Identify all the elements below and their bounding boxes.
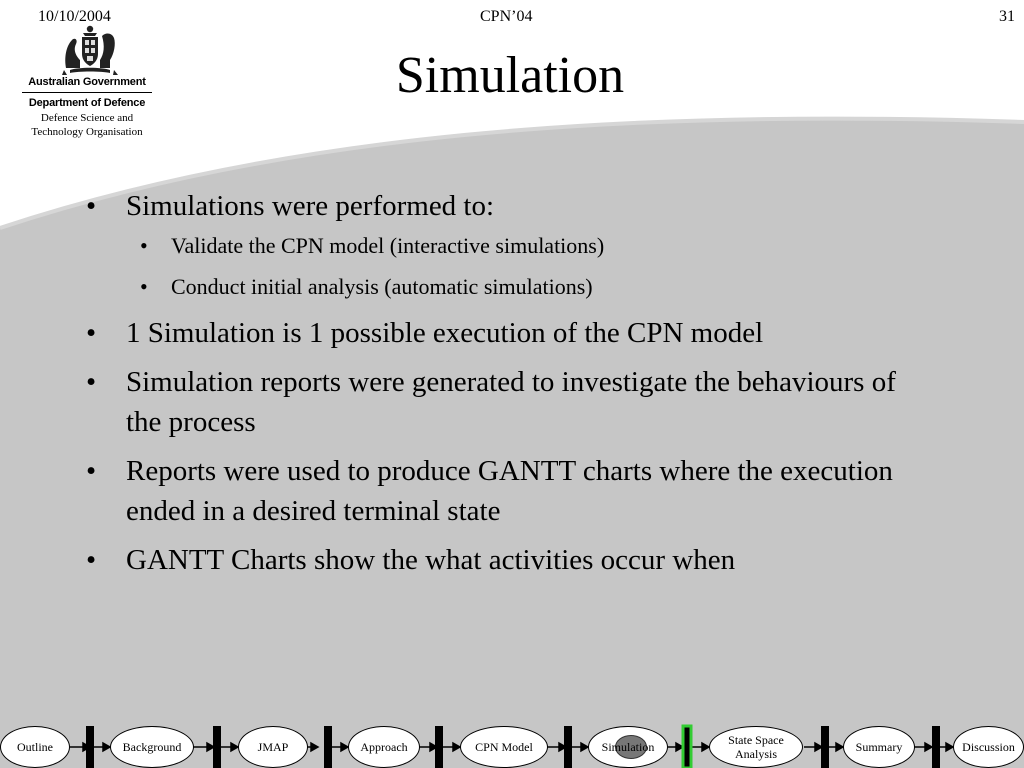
nav-background[interactable]: Background [110,726,194,768]
divider [22,92,152,93]
navigation-connectors [70,724,955,768]
header-conference: CPN’04 [480,8,533,25]
bullet-text: GANTT Charts show the what activities oc… [126,544,736,576]
current-section-marker [681,724,693,768]
nav-label: Discussion [962,740,1015,754]
sub-bullet-item: • Validate the CPN model (interactive si… [82,231,912,261]
nav-outline[interactable]: Outline [0,726,70,768]
bullet-item: • Simulations were performed to: [82,186,912,226]
bullet-item: • GANTT Charts show the what activities … [82,540,912,580]
bullet-text: Reports were used to produce GANTT chart… [126,455,893,527]
coat-of-arms-icon [62,25,118,75]
bullet-text: 1 Simulation is 1 possible execution of … [126,317,764,349]
nav-label: Simulation [601,740,655,754]
bullet-item: • Reports were used to produce GANTT cha… [82,451,912,531]
nav-label: State Space Analysis [728,733,784,761]
bullet-item: • 1 Simulation is 1 possible execution o… [82,313,912,353]
sub-bullet-text: Validate the CPN model (interactive simu… [171,233,605,258]
sub-bullet-text: Conduct initial analysis (automatic simu… [171,274,593,299]
nav-summary[interactable]: Summary [843,726,915,768]
header-date: 10/10/2004 [38,8,111,25]
bullet-list: • Simulations were performed to: • Valid… [82,186,912,589]
organisation-name-line1: Defence Science and [40,112,134,124]
nav-approach[interactable]: Approach [348,726,420,768]
nav-label: Outline [17,740,53,754]
bullet-icon: • [86,366,97,398]
nav-jmap[interactable]: JMAP [238,726,308,768]
bullet-icon: • [140,274,148,299]
current-position-indicator [615,735,647,759]
bullet-icon: • [86,544,97,576]
nav-state-space-analysis[interactable]: State Space Analysis [709,726,803,768]
slide-title: Simulation [395,47,625,104]
nav-label: Approach [360,740,408,754]
sub-bullet-item: • Conduct initial analysis (automatic si… [82,272,912,302]
nav-simulation[interactable]: Simulation [588,726,668,768]
nav-label: CPN Model [475,740,533,754]
nav-label: JMAP [257,740,289,754]
organisation-government: Australian Government [28,76,146,88]
sub-bullet-list: • Validate the CPN model (interactive si… [82,231,912,302]
organisation-department: Department of Defence [28,97,146,109]
bullet-icon: • [86,190,97,222]
nav-label: Background [122,740,182,754]
nav-label: Summary [855,740,903,754]
organisation-name-line2: Technology Organisation [31,126,143,138]
bullet-icon: • [86,317,97,349]
organisation-name: Defence Science and Technology Organisat… [16,111,158,139]
nav-discussion[interactable]: Discussion [953,726,1024,768]
bullet-icon: • [140,233,148,258]
bullet-icon: • [86,455,97,487]
nav-cpn-model[interactable]: CPN Model [460,726,548,768]
bullet-text: Simulation reports were generated to inv… [126,366,896,438]
slide-number: 31 [999,8,1015,25]
bullet-text: Simulations were performed to: [126,190,495,222]
bullet-item: • Simulation reports were generated to i… [82,362,912,442]
